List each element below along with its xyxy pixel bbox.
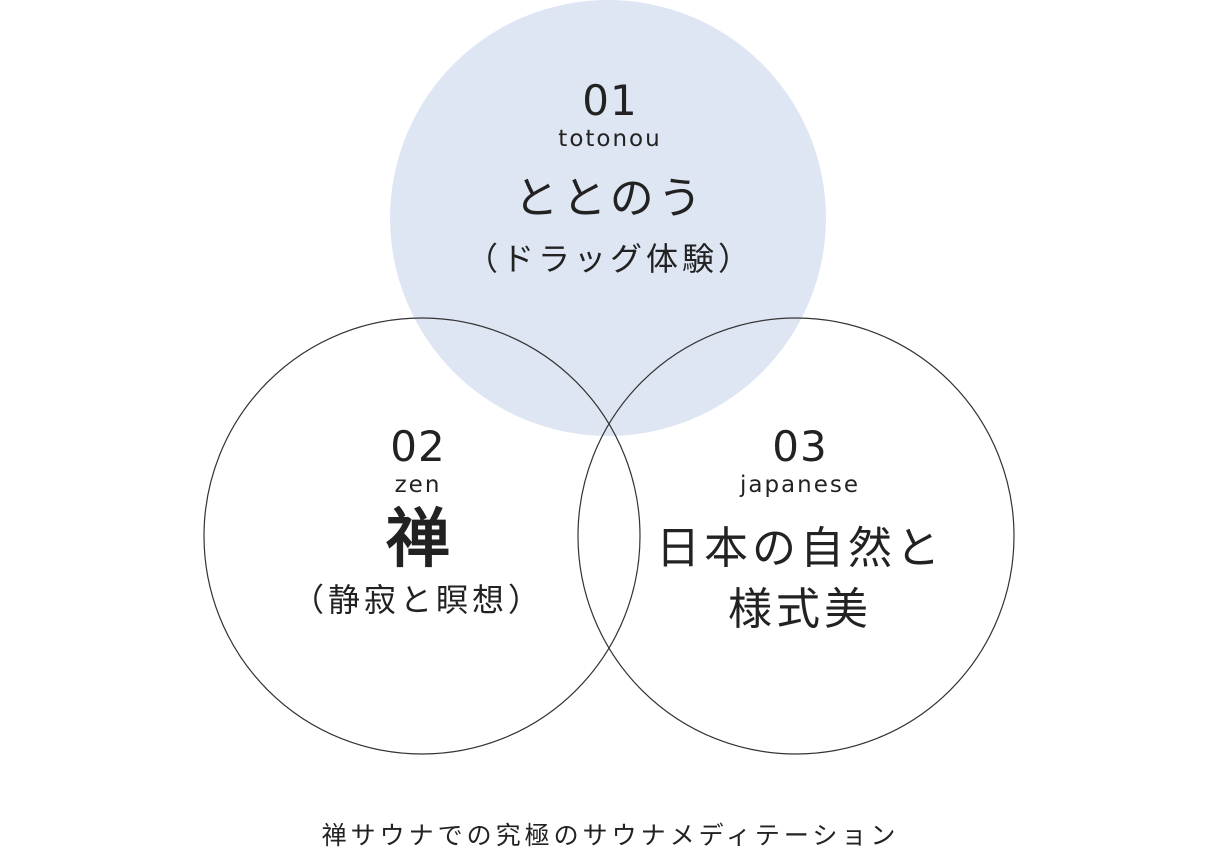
diagram-caption: 禅サウナでの究極のサウナメディテーション (321, 821, 900, 850)
circle-romaji: zen (394, 472, 442, 498)
circle-totonou (390, 0, 826, 436)
circle-japanese (577, 317, 1015, 755)
circle-number: 01 (582, 76, 638, 125)
circle-japanese-content: 03 japanese 日本の自然と 様式美 (595, 426, 1005, 640)
circle-title: 日本の自然と 様式美 (595, 519, 1005, 640)
circle-subtitle: （ドラッグ体験） (465, 239, 754, 278)
circle-romaji: japanese (739, 472, 861, 498)
circle-title: ととのう (514, 173, 706, 224)
circle-totonou-content: 01 totonou ととのう （ドラッグ体験） (410, 80, 810, 278)
circle-title-line: 日本の自然と (656, 523, 944, 574)
circle-zen (203, 317, 641, 755)
circle-title: 禅 (386, 502, 450, 577)
circle-number: 02 (390, 422, 446, 471)
circle-title-line: 様式美 (728, 583, 872, 635)
circle-number: 03 (772, 422, 828, 471)
circle-zen-content: 02 zen 禅 （静寂と瞑想） (218, 426, 618, 620)
circle-subtitle: （静寂と瞑想） (291, 581, 544, 620)
circle-romaji: totonou (558, 126, 662, 152)
